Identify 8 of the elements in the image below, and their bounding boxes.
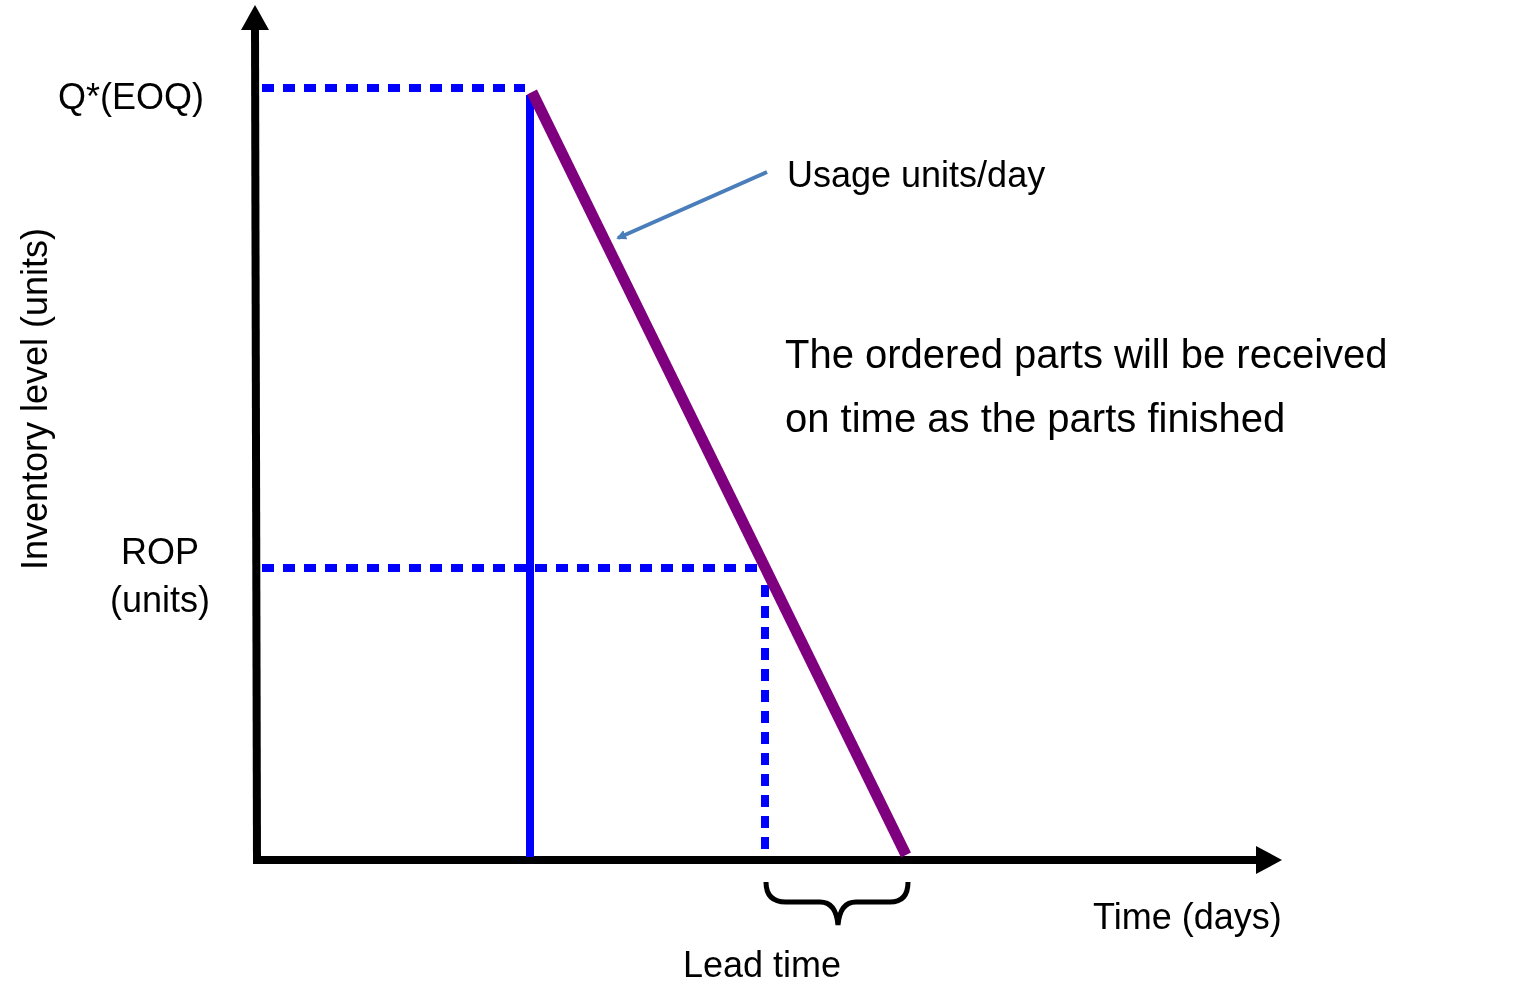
annotation-text: Usage units/day (787, 148, 1046, 202)
axis-title: Time (days) (1093, 895, 1282, 939)
axis-value-label: ROP (units) (109, 530, 211, 622)
axis-title: Inventory level (units) (13, 226, 56, 573)
leader-arrow (616, 170, 768, 240)
brace-label: Lead time (683, 943, 842, 982)
axis-value-label: Q*(EOQ) (58, 75, 204, 119)
note-text: The ordered parts will be received on time as the parts finished (785, 331, 1389, 442)
